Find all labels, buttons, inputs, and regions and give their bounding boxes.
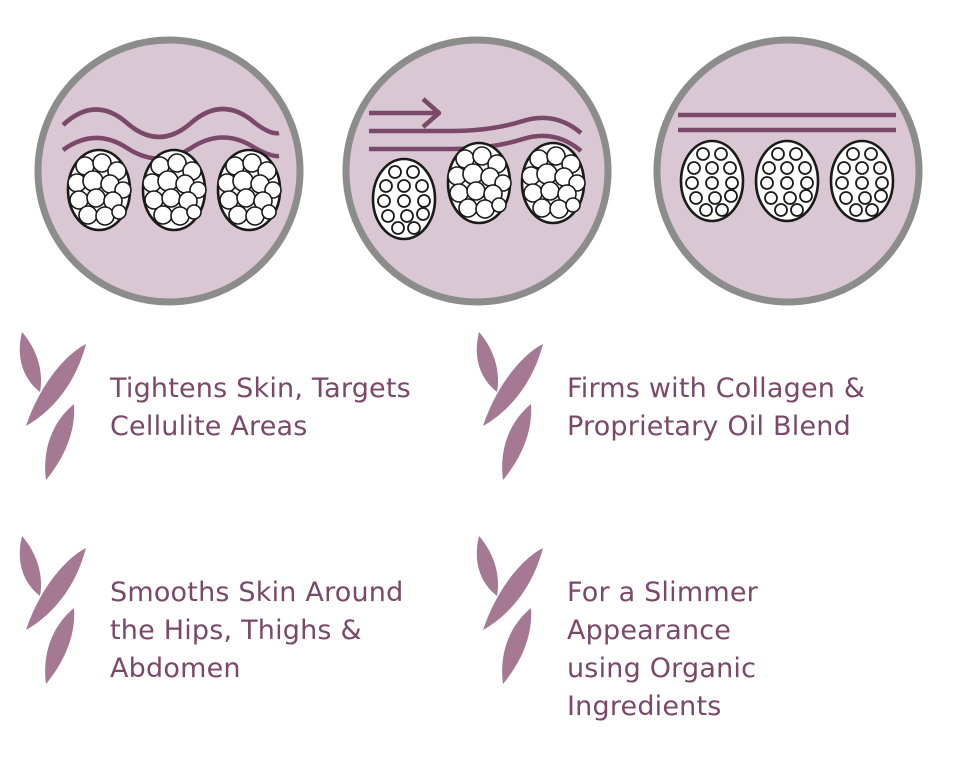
fat-cell-cluster-icon: [66, 148, 132, 232]
fat-cell-cluster-icon: [141, 148, 207, 232]
leaf-icon: [14, 530, 94, 690]
leaf-icon: [471, 530, 551, 690]
cellulite-before-icon: [34, 36, 304, 306]
benefit-text: Smooths Skin Around the Hips, Thighs & A…: [110, 577, 404, 684]
fat-cell-ring-icon: [829, 139, 895, 223]
fat-cell-ring-icon: [371, 157, 437, 241]
benefit-tightens-skin: Tightens Skin, Targets Cellulite Areas: [14, 326, 454, 496]
benefit-text: For a Slimmer Appearance using Organic I…: [567, 577, 758, 722]
benefit-text: Firms with Collagen & Proprietary Oil Bl…: [567, 373, 866, 442]
fat-cell-ring-icon: [679, 139, 745, 223]
benefit-firms-collagen: Firms with Collagen & Proprietary Oil Bl…: [471, 326, 911, 496]
cellulite-after-icon: [653, 36, 923, 306]
cellulite-after-diagram: [652, 35, 924, 307]
benefit-slimmer-appearance: For a Slimmer Appearance using Organic I…: [471, 530, 911, 722]
leaf-icon: [471, 326, 551, 486]
fat-cell-ring-icon: [754, 139, 820, 223]
leaf-icon: [14, 326, 94, 486]
cellulite-treatment-diagram: [341, 35, 613, 307]
cellulite-treatment-icon: [342, 36, 612, 306]
fat-cell-cluster-icon: [216, 148, 282, 232]
fat-cell-cluster-icon: [520, 141, 586, 225]
fat-cell-cluster-icon: [446, 141, 512, 225]
cellulite-diagram-row: [0, 0, 958, 320]
benefit-smooths-skin: Smooths Skin Around the Hips, Thighs & A…: [14, 530, 454, 700]
benefit-text: Tightens Skin, Targets Cellulite Areas: [110, 373, 411, 442]
cellulite-before-diagram: [33, 35, 305, 307]
